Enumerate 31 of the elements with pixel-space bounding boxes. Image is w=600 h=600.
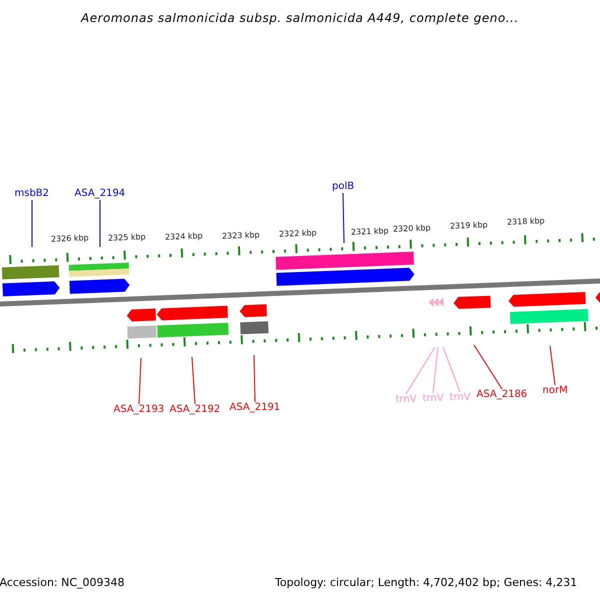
scale-label: 2326 kbp [50,234,89,244]
gene-label: ASA_2191 [230,403,280,413]
gene-label: msbB2 [14,189,50,199]
gene-label: trnV [450,393,471,403]
scale-label: 2319 kbp [450,221,488,231]
leader-line [254,354,256,402]
footer-text: Topology: circular; Length: 4,702,402 bp; Genes: 4,231 [275,576,578,588]
scale-label: 2323 kbp [222,231,260,241]
leader-line [474,344,502,390]
leader-line [550,346,556,386]
leader-line [192,356,196,404]
gene-label: trnV [396,395,417,405]
leader-line [432,346,438,394]
gene-label: ASA_2194 [74,189,126,199]
gene-label: ASA_2193 [114,405,164,415]
gene-label: trnV [422,394,444,404]
scale-label: 2325 kbp [108,233,146,243]
gene-label: polB [332,182,354,192]
scale-label: 2322 kbp [278,229,317,239]
leader-line [138,358,142,404]
gene-label: ASA_2192 [170,405,220,415]
gene-label: ASA_2186 [476,390,528,400]
leader-line [442,346,460,392]
leader-line [406,346,436,394]
scale-label: 2321 kbp [350,227,389,237]
scale-label: 2324 kbp [164,232,203,242]
title: Aeromonas salmonicida subsp. salmonicida A449, complete geno... [81,12,519,24]
leader-line [342,192,344,244]
gene-label: norM [542,386,568,396]
scale-label: 2318 kbp [506,217,545,227]
scale-label: 2320 kbp [392,224,431,234]
